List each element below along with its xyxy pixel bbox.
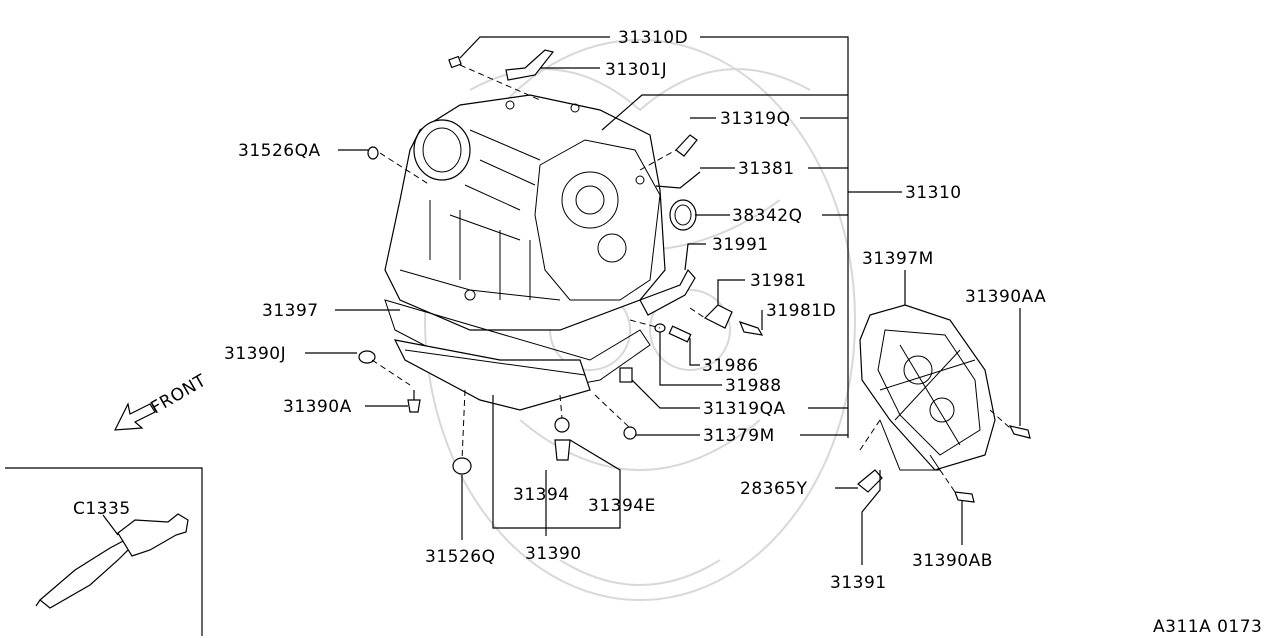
part-31397M-label[interactable]: 31397M [862,249,934,269]
part-31397-label[interactable]: 31397 [262,301,319,321]
part-31394-label[interactable]: 31394 [513,485,570,505]
part-31391-label[interactable]: 31391 [830,573,887,593]
part-31988-label[interactable]: 31988 [725,376,782,396]
part-31319Q-label[interactable]: 31319Q [720,109,790,129]
small-parts-drawing [358,49,1031,503]
part-31390J-label[interactable]: 31390J [224,344,286,364]
diagram-id: A311A 0173 [1153,617,1262,637]
part-31986-label[interactable]: 31986 [702,356,759,376]
part-31981-label[interactable]: 31981 [750,271,807,291]
part-31390A-label[interactable]: 31390A [283,397,352,417]
part-31526Q-label[interactable]: 31526Q [425,547,495,567]
part-C1335-label[interactable]: C1335 [73,499,131,519]
part-31301J-label[interactable]: 31301J [605,60,667,80]
part-31379M-label[interactable]: 31379M [703,426,775,446]
assembly-guide-lines [371,64,1011,493]
front-label: FRONT [148,371,211,419]
part-31381-label[interactable]: 31381 [738,159,795,179]
part-31310-label[interactable]: 31310 [905,183,962,203]
part-31991-label[interactable]: 31991 [712,235,769,255]
part-31390AA-label[interactable]: 31390AA [965,287,1046,307]
part-31390-label[interactable]: 31390 [525,544,582,564]
part-38342Q-label[interactable]: 38342Q [732,206,802,226]
transaxle-case-drawing [384,94,666,331]
part-labels: 31310D 31301J 31319Q 31381 31310 38342Q … [73,28,1046,593]
inset-panel [5,467,203,636]
part-31394E-label[interactable]: 31394E [588,496,656,516]
part-31319QA-label[interactable]: 31319QA [703,399,786,419]
leader-lines [305,36,1021,565]
part-28365Y-label[interactable]: 28365Y [740,479,808,499]
part-31390AB-label[interactable]: 31390AB [912,551,993,571]
part-31310D-label[interactable]: 31310D [618,28,688,48]
oil-pan-drawing [384,299,651,411]
part-31981D-label[interactable]: 31981D [766,301,836,321]
front-arrow [113,402,156,431]
part-31526QA-label[interactable]: 31526QA [238,141,321,161]
rear-cover-drawing [859,304,996,471]
